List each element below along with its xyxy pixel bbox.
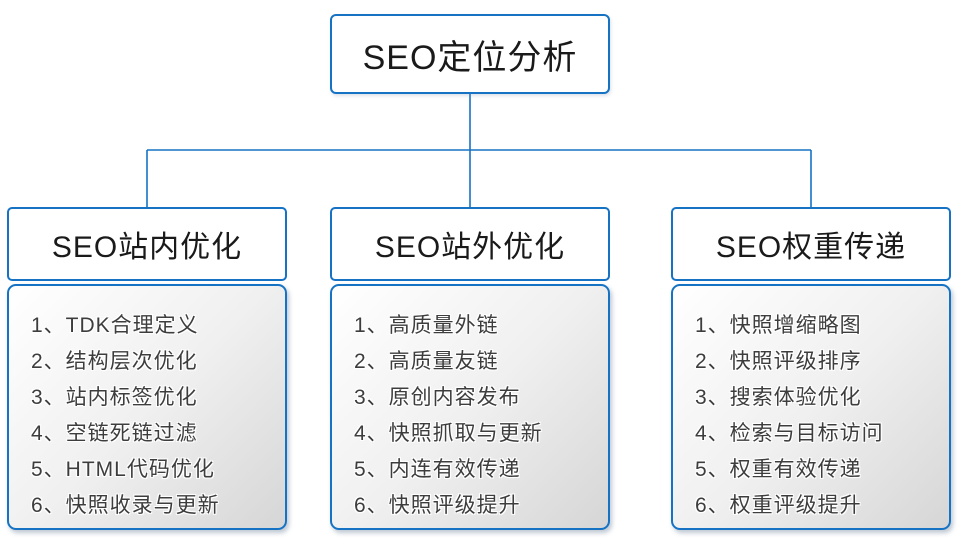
list-item: 1、高质量外链 (354, 314, 499, 337)
column-header-label: SEO站外优化 (374, 231, 566, 264)
column-header-label: SEO站内优化 (51, 231, 243, 264)
column-item-list: 1、TDK合理定义 2、结构层次优化 3、站内标签优化 4、空链死链过滤 5、H… (7, 284, 287, 530)
list-item: 4、空链死链过滤 (31, 422, 198, 445)
list-item: 4、快照抓取与更新 (354, 422, 543, 445)
root-node: SEO定位分析 (330, 14, 610, 94)
root-node-label: SEO定位分析 (362, 38, 578, 77)
list-item: 6、快照收录与更新 (31, 494, 220, 517)
list-item: 5、HTML代码优化 (31, 458, 215, 481)
list-item: 6、权重评级提升 (695, 494, 862, 517)
list-item: 2、快照评级排序 (695, 350, 862, 373)
column-onsite-optimization: SEO站内优化 1、TDK合理定义 2、结构层次优化 3、站内标签优化 4、空链… (7, 207, 287, 530)
list-item: 4、检索与目标访问 (695, 422, 884, 445)
column-header: SEO站内优化 (7, 207, 287, 281)
list-item: 2、结构层次优化 (31, 350, 198, 373)
list-item: 3、站内标签优化 (31, 386, 198, 409)
list-item: 2、高质量友链 (354, 350, 499, 373)
list-item: 6、快照评级提升 (354, 494, 521, 517)
column-offsite-optimization: SEO站外优化 1、高质量外链 2、高质量友链 3、原创内容发布 4、快照抓取与… (330, 207, 610, 530)
list-item: 5、权重有效传递 (695, 458, 862, 481)
column-header-label: SEO权重传递 (715, 231, 907, 264)
column-item-list: 1、快照增缩略图 2、快照评级排序 3、搜索体验优化 4、检索与目标访问 5、权… (671, 284, 951, 530)
list-item: 1、TDK合理定义 (31, 314, 199, 337)
column-weight-transfer: SEO权重传递 1、快照增缩略图 2、快照评级排序 3、搜索体验优化 4、检索与… (671, 207, 951, 530)
list-item: 3、原创内容发布 (354, 386, 521, 409)
list-item: 5、内连有效传递 (354, 458, 521, 481)
list-item: 3、搜索体验优化 (695, 386, 862, 409)
column-header: SEO站外优化 (330, 207, 610, 281)
column-header: SEO权重传递 (671, 207, 951, 281)
column-item-list: 1、高质量外链 2、高质量友链 3、原创内容发布 4、快照抓取与更新 5、内连有… (330, 284, 610, 530)
list-item: 1、快照增缩略图 (695, 314, 862, 337)
